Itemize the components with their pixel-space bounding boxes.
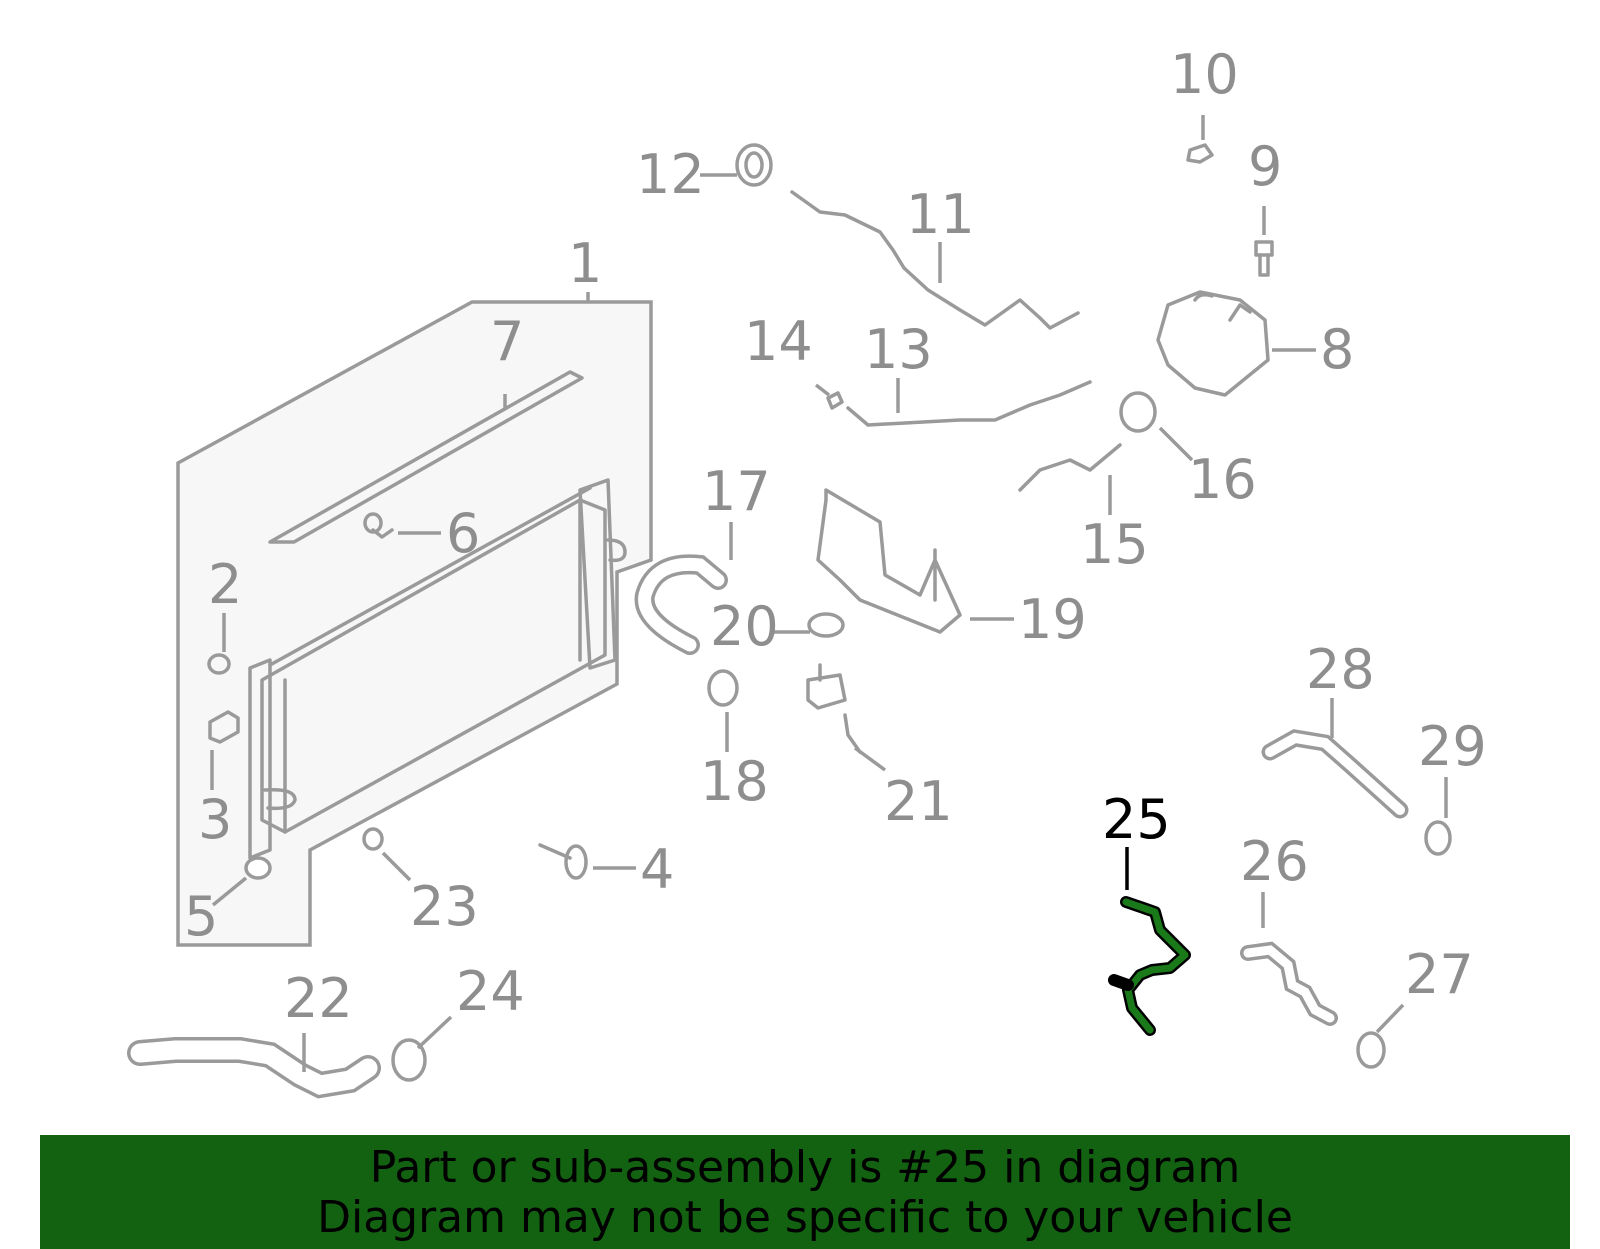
leader-lines	[210, 115, 1448, 1072]
part-15-hose[interactable]	[1018, 443, 1122, 492]
part-5-cap[interactable]	[244, 856, 272, 880]
callout-6: 6	[446, 502, 480, 565]
callout-21: 21	[884, 770, 953, 833]
callout-17: 17	[702, 460, 771, 523]
part-9-bolt[interactable]	[1254, 240, 1274, 277]
callout-2: 2	[208, 553, 242, 616]
callout-29: 29	[1418, 715, 1487, 778]
callout-5: 5	[184, 885, 218, 948]
callout-19: 19	[1018, 588, 1087, 651]
part-11-line[interactable]	[790, 190, 1080, 330]
callout-1: 1	[568, 232, 602, 295]
callout-27: 27	[1405, 943, 1474, 1006]
callout-24: 24	[456, 960, 525, 1023]
part-27-clamp[interactable]	[1356, 1031, 1386, 1069]
callout-15: 15	[1080, 513, 1149, 576]
callout-3: 3	[198, 788, 232, 851]
part-10-nut[interactable]	[1186, 143, 1214, 164]
callout-16: 16	[1188, 448, 1257, 511]
info-banner: Part or sub-assembly is #25 in diagram D…	[40, 1135, 1570, 1249]
part-13-line[interactable]	[846, 380, 1092, 427]
callout-11: 11	[906, 183, 975, 246]
part-21-valve[interactable]	[806, 663, 862, 754]
part-6-clip[interactable]	[363, 512, 394, 539]
parts-diagram: 1 2 3 4 5 6 7 8 9 10 11 12 13 14 15 16 1…	[127, 43, 1487, 1099]
part-25-hose-highlighted[interactable]	[1108, 896, 1191, 1036]
callout-12: 12	[636, 143, 705, 206]
banner-line-2: Diagram may not be specific to your vehi…	[317, 1192, 1293, 1243]
part-2-grommet[interactable]	[207, 653, 231, 675]
callout-22: 22	[284, 967, 353, 1030]
callout-7: 7	[490, 310, 524, 373]
part-23-o-ring[interactable]	[362, 827, 384, 851]
callout-8: 8	[1320, 318, 1354, 381]
callout-10: 10	[1170, 43, 1239, 106]
callout-labels: 1 2 3 4 5 6 7 8 9 10 11 12 13 14 15 16 1…	[184, 43, 1487, 1030]
part-24-clamp[interactable]	[391, 1038, 427, 1082]
part-4-bolt[interactable]	[538, 843, 588, 880]
callout-20: 20	[710, 595, 779, 658]
part-18-clamp[interactable]	[707, 669, 739, 707]
callout-23: 23	[410, 875, 479, 938]
part-17-hose[interactable]	[634, 554, 728, 655]
callout-13: 13	[864, 318, 933, 381]
part-1-radiator-panel[interactable]	[176, 300, 653, 947]
banner-line-1: Part or sub-assembly is #25 in diagram	[369, 1142, 1241, 1193]
callout-9: 9	[1248, 135, 1282, 198]
callout-28: 28	[1306, 638, 1375, 701]
callout-18: 18	[700, 750, 769, 813]
part-28-hose[interactable]	[1261, 729, 1409, 819]
callout-4: 4	[640, 838, 674, 901]
part-12-clamp[interactable]	[735, 143, 773, 187]
part-7-seal-strip[interactable]	[268, 370, 584, 544]
part-19-bracket[interactable]	[816, 488, 962, 634]
part-14-clip[interactable]	[826, 391, 844, 410]
part-29-clamp[interactable]	[1424, 820, 1452, 856]
part-16-clamp[interactable]	[1119, 391, 1157, 433]
callout-14: 14	[744, 310, 813, 373]
part-8-reservoir[interactable]	[1156, 290, 1270, 397]
part-20-clamp[interactable]	[807, 612, 845, 638]
part-22-hose[interactable]	[127, 1037, 381, 1099]
part-26-hose[interactable]	[1240, 941, 1338, 1026]
callout-26: 26	[1240, 830, 1309, 893]
part-3-bracket[interactable]	[208, 710, 240, 744]
callout-25: 25	[1102, 788, 1171, 851]
